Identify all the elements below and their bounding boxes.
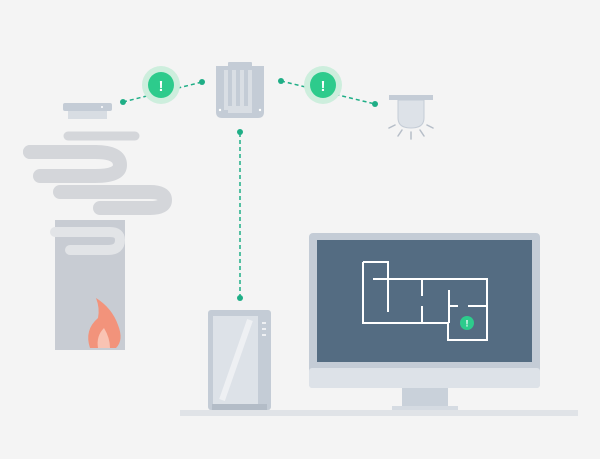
connection-lines	[122, 80, 376, 298]
floor-plan-icon	[362, 261, 488, 341]
alert-icon: !	[142, 66, 180, 104]
smoke-detector-icon	[63, 103, 112, 119]
monitor-screen	[317, 240, 532, 362]
burning-building-icon	[23, 145, 126, 350]
alert-icon: !	[304, 66, 342, 104]
control-panel-icon	[216, 62, 264, 118]
desk	[180, 410, 578, 416]
monitor-icon: !	[309, 233, 540, 410]
alert-glyph: !	[159, 78, 164, 95]
alert-glyph: !	[321, 78, 326, 95]
screen-alert-glyph: !	[466, 319, 469, 329]
alarm-light-icon	[388, 95, 434, 140]
fire-icon	[88, 298, 121, 348]
server-icon	[208, 310, 271, 410]
connection-nodes	[120, 78, 378, 301]
